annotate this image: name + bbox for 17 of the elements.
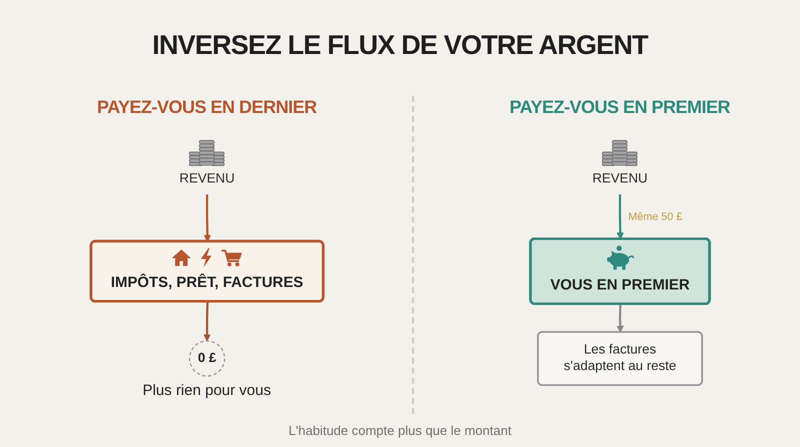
- node-label: Les factures s'adaptent au reste: [562, 342, 677, 376]
- title: INVERSEZ LE FLUX DE VOTRE ARGENT: [152, 30, 648, 61]
- arrow: [616, 194, 624, 240]
- node-caption: Plus rien pour vous: [142, 382, 271, 399]
- node-label: 0 £: [196, 350, 218, 368]
- node-label: IMPÔTS, PRÊT, FACTURES: [110, 272, 304, 292]
- process-box: [89, 240, 324, 303]
- process-box: [536, 331, 703, 386]
- dashed-circle: [188, 340, 225, 377]
- process-box: [528, 237, 711, 306]
- arrow: [203, 194, 211, 242]
- caption: L'habitude compte plus que le montant: [288, 423, 512, 438]
- node-label: VOUS EN PREMIER: [549, 275, 690, 295]
- column-heading: PAYEZ-VOUS EN PREMIER: [509, 97, 730, 118]
- column-heading: PAYEZ-VOUS EN DERNIER: [97, 97, 317, 118]
- arrow: [203, 302, 210, 342]
- arrow: [616, 304, 624, 333]
